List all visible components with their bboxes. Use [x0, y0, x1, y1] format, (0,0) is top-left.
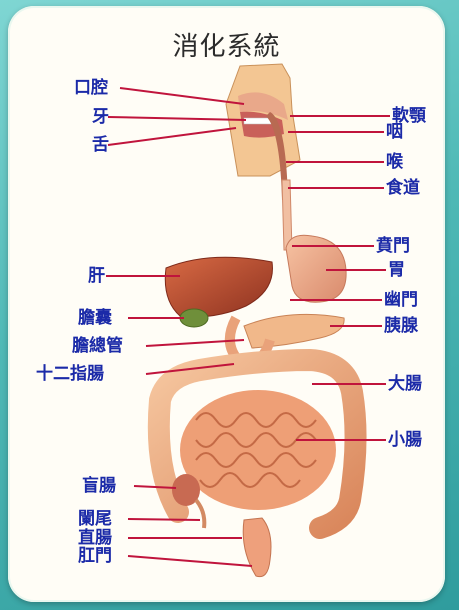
label-liver: 肝: [88, 266, 105, 286]
label-bile-duct: 膽總管: [72, 336, 123, 356]
label-large-intestine: 大腸: [388, 374, 422, 394]
label-gallbladder: 膽囊: [78, 308, 112, 328]
label-larynx: 喉: [386, 152, 403, 172]
label-anus: 肛門: [78, 546, 112, 566]
label-appendix: 闌尾: [78, 509, 112, 529]
label-rectum: 直腸: [78, 528, 112, 548]
rectum-shape: [243, 518, 271, 577]
pancreas-shape: [244, 314, 344, 348]
label-cecum: 盲腸: [82, 476, 116, 496]
label-pancreas: 胰腺: [384, 316, 418, 336]
label-esophagus: 食道: [386, 178, 420, 198]
label-stomach: 胃: [388, 260, 405, 280]
label-tongue: 舌: [92, 135, 109, 155]
label-cardia: 賁門: [376, 236, 410, 256]
label-duodenum: 十二指腸: [36, 364, 104, 384]
label-pylorus: 幽門: [384, 290, 418, 310]
label-small-intestine: 小腸: [388, 430, 422, 450]
liver-shape: [165, 257, 272, 317]
small-intestine-shape: [180, 390, 336, 510]
label-pharynx: 咽: [386, 122, 403, 142]
appendix-shape: [196, 500, 204, 528]
label-mouth: 口腔: [74, 78, 108, 98]
label-teeth: 牙: [92, 107, 109, 127]
gallbladder-shape: [180, 309, 208, 327]
